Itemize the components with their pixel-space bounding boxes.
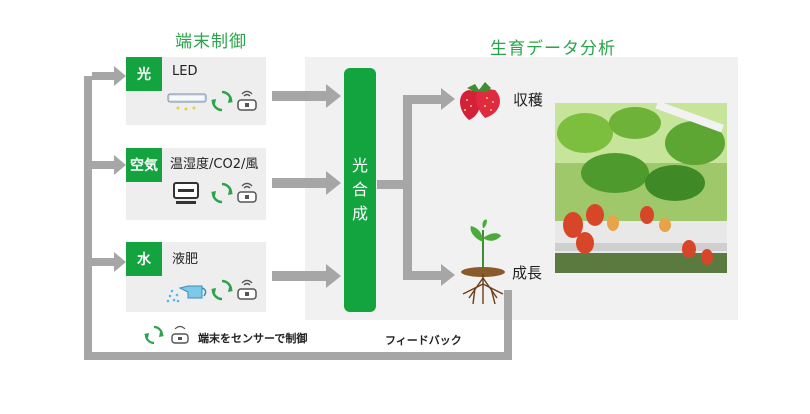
- monitor-icon: [173, 182, 199, 204]
- input-label-climate: 温湿度/CO2/風: [170, 157, 259, 172]
- tag-light: 光: [126, 57, 162, 91]
- photosynthesis-block: 光 合 成: [344, 68, 376, 312]
- tag-water: 水: [126, 242, 162, 276]
- sensor-icon: [171, 325, 189, 344]
- sensor-icon: [237, 182, 257, 203]
- legend-text: 端末をセンサーで制御: [198, 332, 308, 345]
- input-label-fertilizer: 液肥: [172, 252, 199, 267]
- photosynthesis-char-1: 光: [351, 156, 368, 175]
- sensor-icon: [237, 90, 257, 111]
- strawberry-icon: [460, 82, 500, 120]
- feedback-label: フィードバック: [385, 334, 462, 347]
- growth-analysis-title: 生育データ分析: [490, 39, 616, 59]
- strawberry-greenhouse-photo: [555, 103, 727, 273]
- terminal-control-title: 端末制御: [175, 32, 247, 52]
- led-light-icon: [167, 93, 207, 111]
- cycle-icon: [144, 325, 164, 345]
- cycle-icon: [211, 90, 233, 112]
- harvest-label: 収穫: [513, 91, 544, 109]
- growth-label: 成長: [512, 264, 543, 282]
- tag-air: 空気: [126, 148, 162, 182]
- photosynthesis-char-3: 成: [351, 204, 368, 223]
- input-label-led: LED: [172, 64, 198, 79]
- sprout-root-icon: [461, 219, 505, 305]
- cycle-icon: [211, 279, 233, 301]
- watering-can-icon: [166, 285, 207, 303]
- photosynthesis-char-2: 合: [351, 180, 368, 199]
- sensor-icon: [237, 279, 257, 300]
- cycle-icon: [211, 182, 233, 204]
